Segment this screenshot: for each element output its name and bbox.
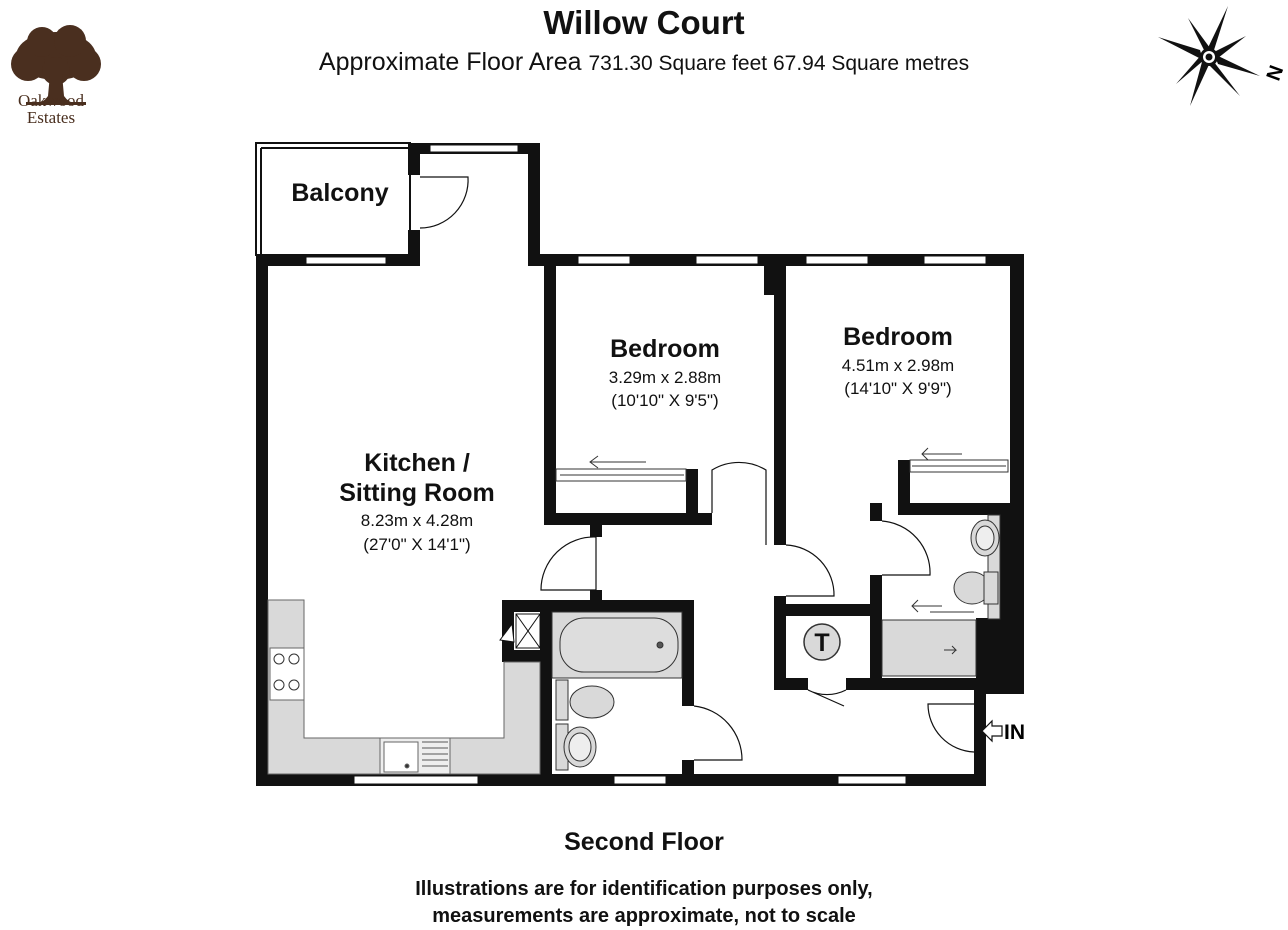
sink-icon — [422, 741, 448, 767]
windows — [305, 144, 987, 785]
kitchen-metric: 8.23m x 4.28m — [361, 511, 473, 530]
store-cupboard — [499, 613, 541, 649]
bedroom-2-imperial: (14'10" X 9'9") — [844, 379, 951, 398]
kitchen-units — [267, 599, 541, 775]
hob-icon — [273, 653, 300, 691]
cylinder-cupboard: T — [803, 623, 841, 661]
logo-line-1: Oakwood — [17, 91, 85, 110]
kitchen-name-line-1: Kitchen / — [364, 449, 470, 477]
bedroom-1-imperial: (10'10" X 9'5") — [611, 391, 718, 410]
kitchen-imperial: (27'0" X 14'1") — [363, 535, 470, 554]
bath-icon — [551, 611, 683, 679]
ensuite-fixtures — [881, 514, 1001, 677]
floor-area-subtitle: Approximate Floor Area 731.30 Square fee… — [0, 48, 1288, 77]
floor-label: Second Floor — [564, 828, 724, 856]
balcony-name: Balcony — [291, 179, 388, 207]
entrance-label: IN — [1004, 721, 1025, 744]
disclaimer-line-2: measurements are approximate, not to sca… — [432, 905, 856, 927]
logo-text: Oakwood Estates — [0, 92, 102, 126]
toilet-icon — [555, 679, 615, 721]
oak-tree-icon — [11, 25, 101, 105]
cupboard-label: T — [814, 629, 829, 657]
balcony-outline — [255, 142, 411, 256]
bedroom-2-name: Bedroom — [843, 323, 953, 351]
floor-area-prefix: Approximate Floor Area — [318, 48, 582, 76]
disclaimer-line-1: Illustrations are for identification pur… — [415, 878, 873, 900]
compass-rose-icon: N — [1158, 6, 1286, 106]
basin-icon — [555, 723, 597, 771]
doors — [419, 176, 975, 761]
wardrobes — [555, 447, 1009, 613]
page-title: Willow Court — [543, 4, 745, 41]
logo-line-2: Estates — [26, 108, 76, 127]
disclaimer: Illustrations are for identification pur… — [0, 876, 1288, 930]
bedroom-1-name: Bedroom — [610, 335, 720, 363]
bedroom-1-metric: 3.29m x 2.88m — [609, 368, 721, 387]
bedroom-2-metric: 4.51m x 2.98m — [842, 356, 954, 375]
floor-area-value: 731.30 Square feet 67.94 Square metres — [588, 52, 970, 75]
arrow-left-outline-icon — [981, 719, 1003, 743]
kitchen-name-line-2: Sitting Room — [339, 479, 495, 507]
compass-north-label: N — [1263, 63, 1286, 84]
